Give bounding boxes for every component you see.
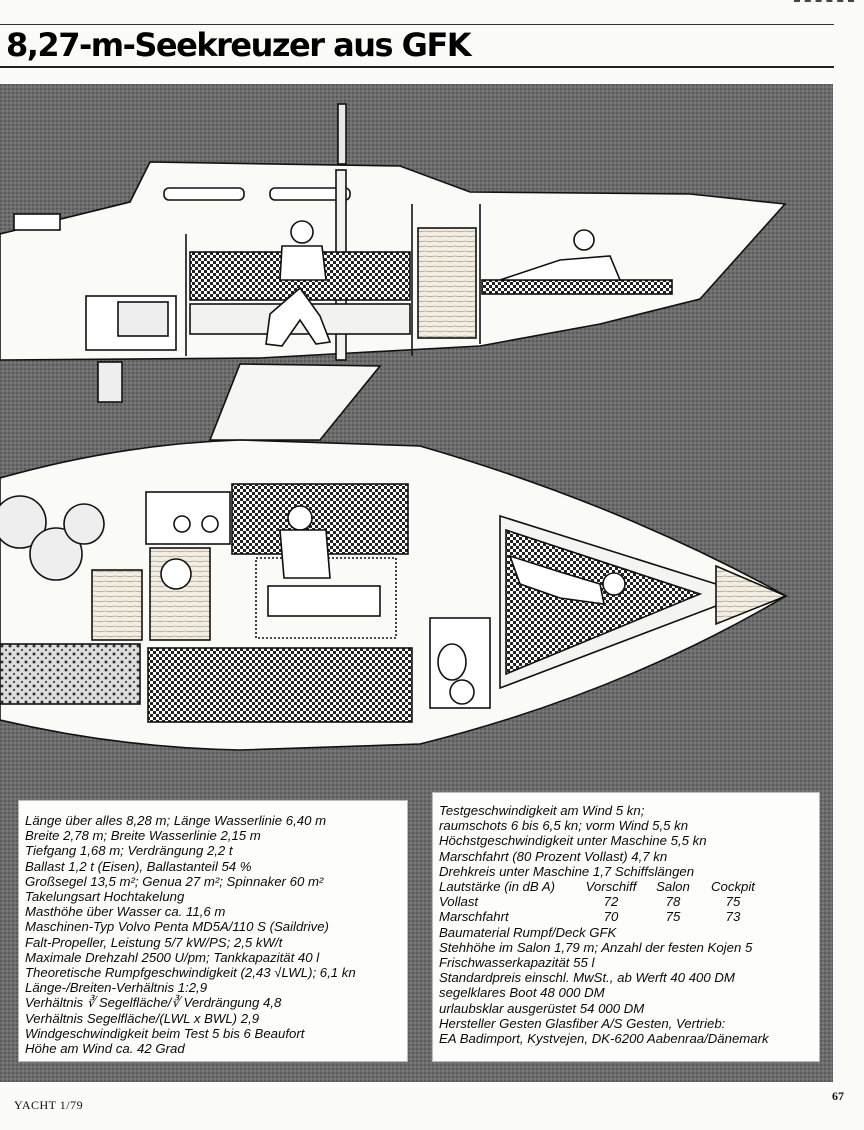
noise-value: 72	[603, 894, 619, 910]
noise-table-header: Lautstärke (in dB A)	[439, 879, 556, 895]
magazine-issue: YACHT 1/79	[14, 1098, 84, 1112]
spec-line: Masthöhe über Wasser ca. 11,6 m	[25, 904, 226, 920]
spec-line: Höhe am Wind ca. 42 Grad	[25, 1041, 185, 1057]
spec-line: Verhältnis ∛ Segelfläche/∛ Verdrängung 4…	[25, 995, 282, 1011]
spec-line: Breite 2,78 m; Breite Wasserlinie 2,15 m	[25, 828, 261, 844]
spec-line: urlaubsklar ausgerüstet 54 000 DM	[439, 1000, 645, 1016]
spec-line: Standardpreis einschl. MwSt., ab Werft 4…	[439, 970, 735, 986]
spec-line: Frischwasserkapazität 55 l	[439, 955, 595, 971]
spec-line: Falt-Propeller, Leistung 5/7 kW/PS; 2,5 …	[25, 934, 283, 950]
side-profile-view	[0, 103, 787, 441]
spec-line: Maschinen-Typ Volvo Penta MD5A/110 S (Sa…	[25, 919, 329, 935]
spec-line: Windgeschwindigkeit beim Test 5 bis 6 Be…	[25, 1025, 305, 1041]
spec-line: Theoretische Rumpfgeschwindigkeit (2,43 …	[25, 965, 356, 981]
spec-line: Höchstgeschwindigkeit unter Maschine 5,5…	[439, 833, 707, 849]
specs-panel-right: Testgeschwindigkeit am Wind 5 kn; raumsc…	[432, 792, 820, 1062]
spec-line: segelklares Boot 48 000 DM	[439, 985, 605, 1001]
noise-row-label: Marschfahrt	[439, 909, 509, 925]
noise-value: 78	[665, 894, 681, 910]
spec-line: Länge über alles 8,28 m; Länge Wasserlin…	[25, 813, 327, 828]
spec-line: EA Badimport, Kystvejen, DK-6200 Aabenra…	[439, 1031, 769, 1047]
top-rule	[0, 24, 834, 25]
spec-line: Länge-/Breiten-Verhältnis 1:2,9	[25, 980, 208, 996]
page-number: 67	[832, 1089, 844, 1103]
noise-table-header: Cockpit	[711, 879, 755, 895]
noise-value: 70	[603, 909, 619, 925]
noise-value: 75	[665, 909, 681, 925]
specs-panel-left: Länge über alles 8,28 m; Länge Wasserlin…	[18, 800, 408, 1062]
noise-table-header: Salon	[656, 879, 690, 895]
plan-view	[0, 439, 789, 751]
article-title: 8,27-m-Seekreuzer aus GFK	[6, 26, 472, 64]
spec-line: Großsegel 13,5 m²; Genua 27 m²; Spinnake…	[25, 873, 324, 889]
noise-value: 75	[725, 894, 741, 910]
spec-line: Drehkreis unter Maschine 1,7 Schiffsläng…	[439, 863, 695, 879]
spec-line: Ballast 1,2 t (Eisen), Ballastanteil 54 …	[25, 858, 252, 874]
spec-line: Takelungsart Hochtakelung	[25, 889, 185, 905]
spec-line: Maximale Drehzahl 2500 U/pm; Tankkapazit…	[25, 949, 320, 965]
spec-line: Baumaterial Rumpf/Deck GFK	[439, 924, 617, 940]
spec-line: Hersteller Gesten Glasfiber A/S Gesten, …	[439, 1015, 726, 1031]
noise-table: Lautstärke (in dB A) Vorschiff Salon Coc…	[439, 879, 819, 925]
spec-line: Verhältnis Segelfläche/(LWL x BWL) 2,9	[25, 1010, 260, 1026]
title-rule	[0, 66, 834, 68]
spec-line: Testgeschwindigkeit am Wind 5 kn;	[439, 803, 645, 818]
spec-line: raumschots 6 bis 6,5 kn; vorm Wind 5,5 k…	[439, 818, 689, 834]
noise-value: 73	[725, 909, 741, 925]
spec-line: Stehhöhe im Salon 1,79 m; Anzahl der fes…	[439, 939, 753, 955]
noise-row-label: Vollast	[439, 894, 479, 910]
noise-table-header: Vorschiff	[585, 879, 637, 895]
spec-line: Marschfahrt (80 Prozent Vollast) 4,7 kn	[439, 848, 668, 864]
top-dash-ornament	[794, 0, 854, 5]
spec-line: Tiefgang 1,68 m; Verdrängung 2,2 t	[25, 843, 233, 859]
